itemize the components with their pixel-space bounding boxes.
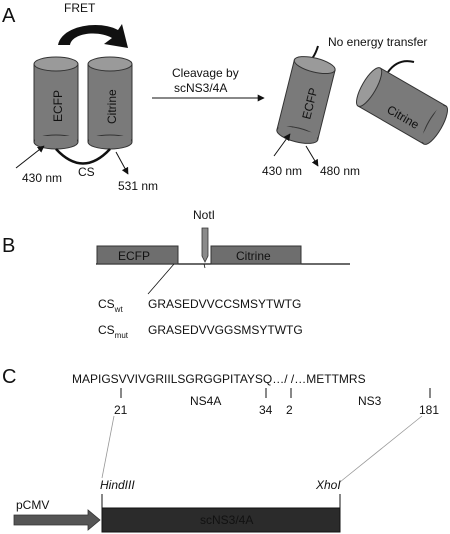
citrine-cylinder [87, 56, 133, 150]
fret-label: FRET [64, 1, 96, 15]
citrine-cylinder-cleaved [356, 67, 448, 145]
no-energy-transfer-label: No energy transfer [328, 35, 427, 49]
citrine-label: Citrine [105, 89, 119, 124]
emission-arrow-left [115, 151, 129, 175]
cleavage-label-line2: scNS3/4A [174, 81, 227, 95]
ecfp-label: ECFP [51, 90, 65, 122]
emission-arrow-right [305, 145, 319, 167]
hindiii-site: HindIII [100, 478, 135, 492]
cs-label: CS [78, 165, 95, 179]
ecfp-box-label: ECFP [118, 249, 150, 263]
cs-mut-sequence: GRASEDVVGGSMSYTWTG [148, 323, 303, 337]
fret-curved-arrow [58, 24, 128, 48]
cs-linker [55, 148, 111, 165]
cs-pointer-left [147, 263, 175, 295]
cleavage-label-line1: Cleavage by [172, 66, 239, 80]
citrine-box [210, 245, 302, 265]
cs-pointer-right [203, 263, 206, 269]
xhoi-site: XhoI [315, 478, 341, 492]
panel-label-a: A [2, 5, 16, 27]
excitation-label-left: 430 nm [22, 171, 62, 185]
scns3-4a-label: scNS3/4A [200, 513, 253, 527]
panel-label-b: B [2, 235, 15, 257]
scns3-4a-construct-bar [101, 507, 341, 533]
emission-label-right: 480 nm [320, 164, 360, 178]
ns-sequence: MAPIGSVVIVGRIILSGRGGPITAYSQ…/ /…METTMRS [72, 372, 366, 386]
noti-marker [201, 227, 209, 263]
projection-line-right [339, 415, 423, 483]
position-21: 21 [114, 403, 128, 417]
excitation-arrow-left [15, 145, 45, 169]
ecfp-box [96, 245, 179, 265]
cs-wt-label: CSwt [98, 297, 123, 314]
cs-wt-sequence: GRASEDVVCCSMSYTWTG [148, 297, 301, 311]
linker-tail-citrine [387, 60, 415, 73]
panel-label-c: C [2, 366, 16, 388]
pcmv-promoter-arrow [13, 509, 101, 531]
emission-label-left: 531 nm [118, 179, 158, 193]
noti-label: NotI [193, 208, 215, 222]
position-34: 34 [259, 403, 273, 417]
ns3-label: NS3 [358, 394, 382, 408]
projection-line-left [101, 415, 115, 479]
ecfp-cylinder [33, 56, 79, 150]
excitation-arrow-right [273, 133, 291, 157]
ns4a-label: NS4A [190, 394, 221, 408]
position-181: 181 [419, 403, 439, 417]
ecfp-cylinder-cleaved [276, 56, 336, 144]
cs-mut-label: CSmut [98, 323, 129, 340]
pcmv-label: pCMV [16, 498, 49, 512]
citrine-box-label: Citrine [236, 249, 271, 263]
excitation-label-right: 430 nm [262, 164, 302, 178]
position-2: 2 [286, 403, 293, 417]
